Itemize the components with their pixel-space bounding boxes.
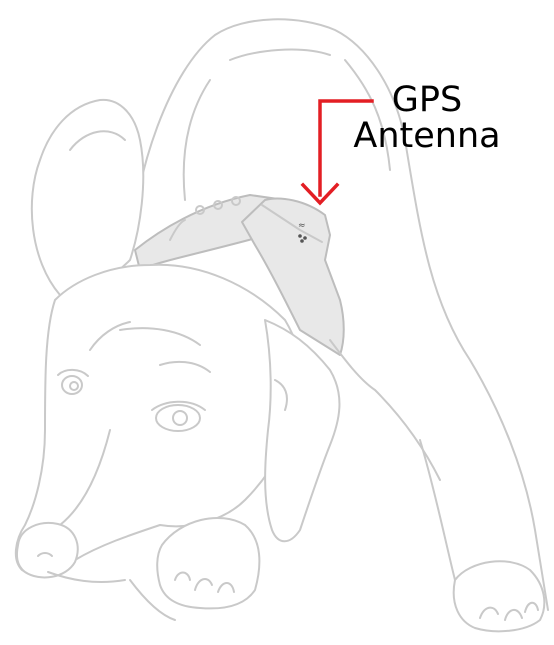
dog-right-paw — [452, 560, 546, 633]
dog-left-paw — [156, 517, 261, 610]
dog-right-eye — [155, 404, 201, 432]
callout-arrow-line — [318, 99, 374, 197]
dog-back-detail — [182, 48, 391, 201]
collar-hole — [195, 205, 205, 215]
dog-left-ear — [30, 98, 145, 296]
dog-right-ear — [264, 319, 341, 543]
dog-right-leg — [419, 439, 456, 581]
gps-device-signal-icon: ≈ — [298, 221, 306, 231]
callout-label-line1: GPS — [391, 80, 463, 120]
callout-label-line2: Antenna — [353, 116, 501, 156]
dog-muzzle — [59, 429, 111, 526]
dog-back-outline — [129, 18, 549, 611]
collar-hole — [231, 196, 241, 206]
dog-nose — [15, 522, 79, 579]
gps-device — [241, 197, 345, 356]
gps-device-logo-dot — [298, 234, 302, 238]
collar-hole — [213, 200, 223, 210]
callout-label: GPS Antenna — [352, 82, 502, 154]
callout-arrow-head — [300, 182, 340, 206]
